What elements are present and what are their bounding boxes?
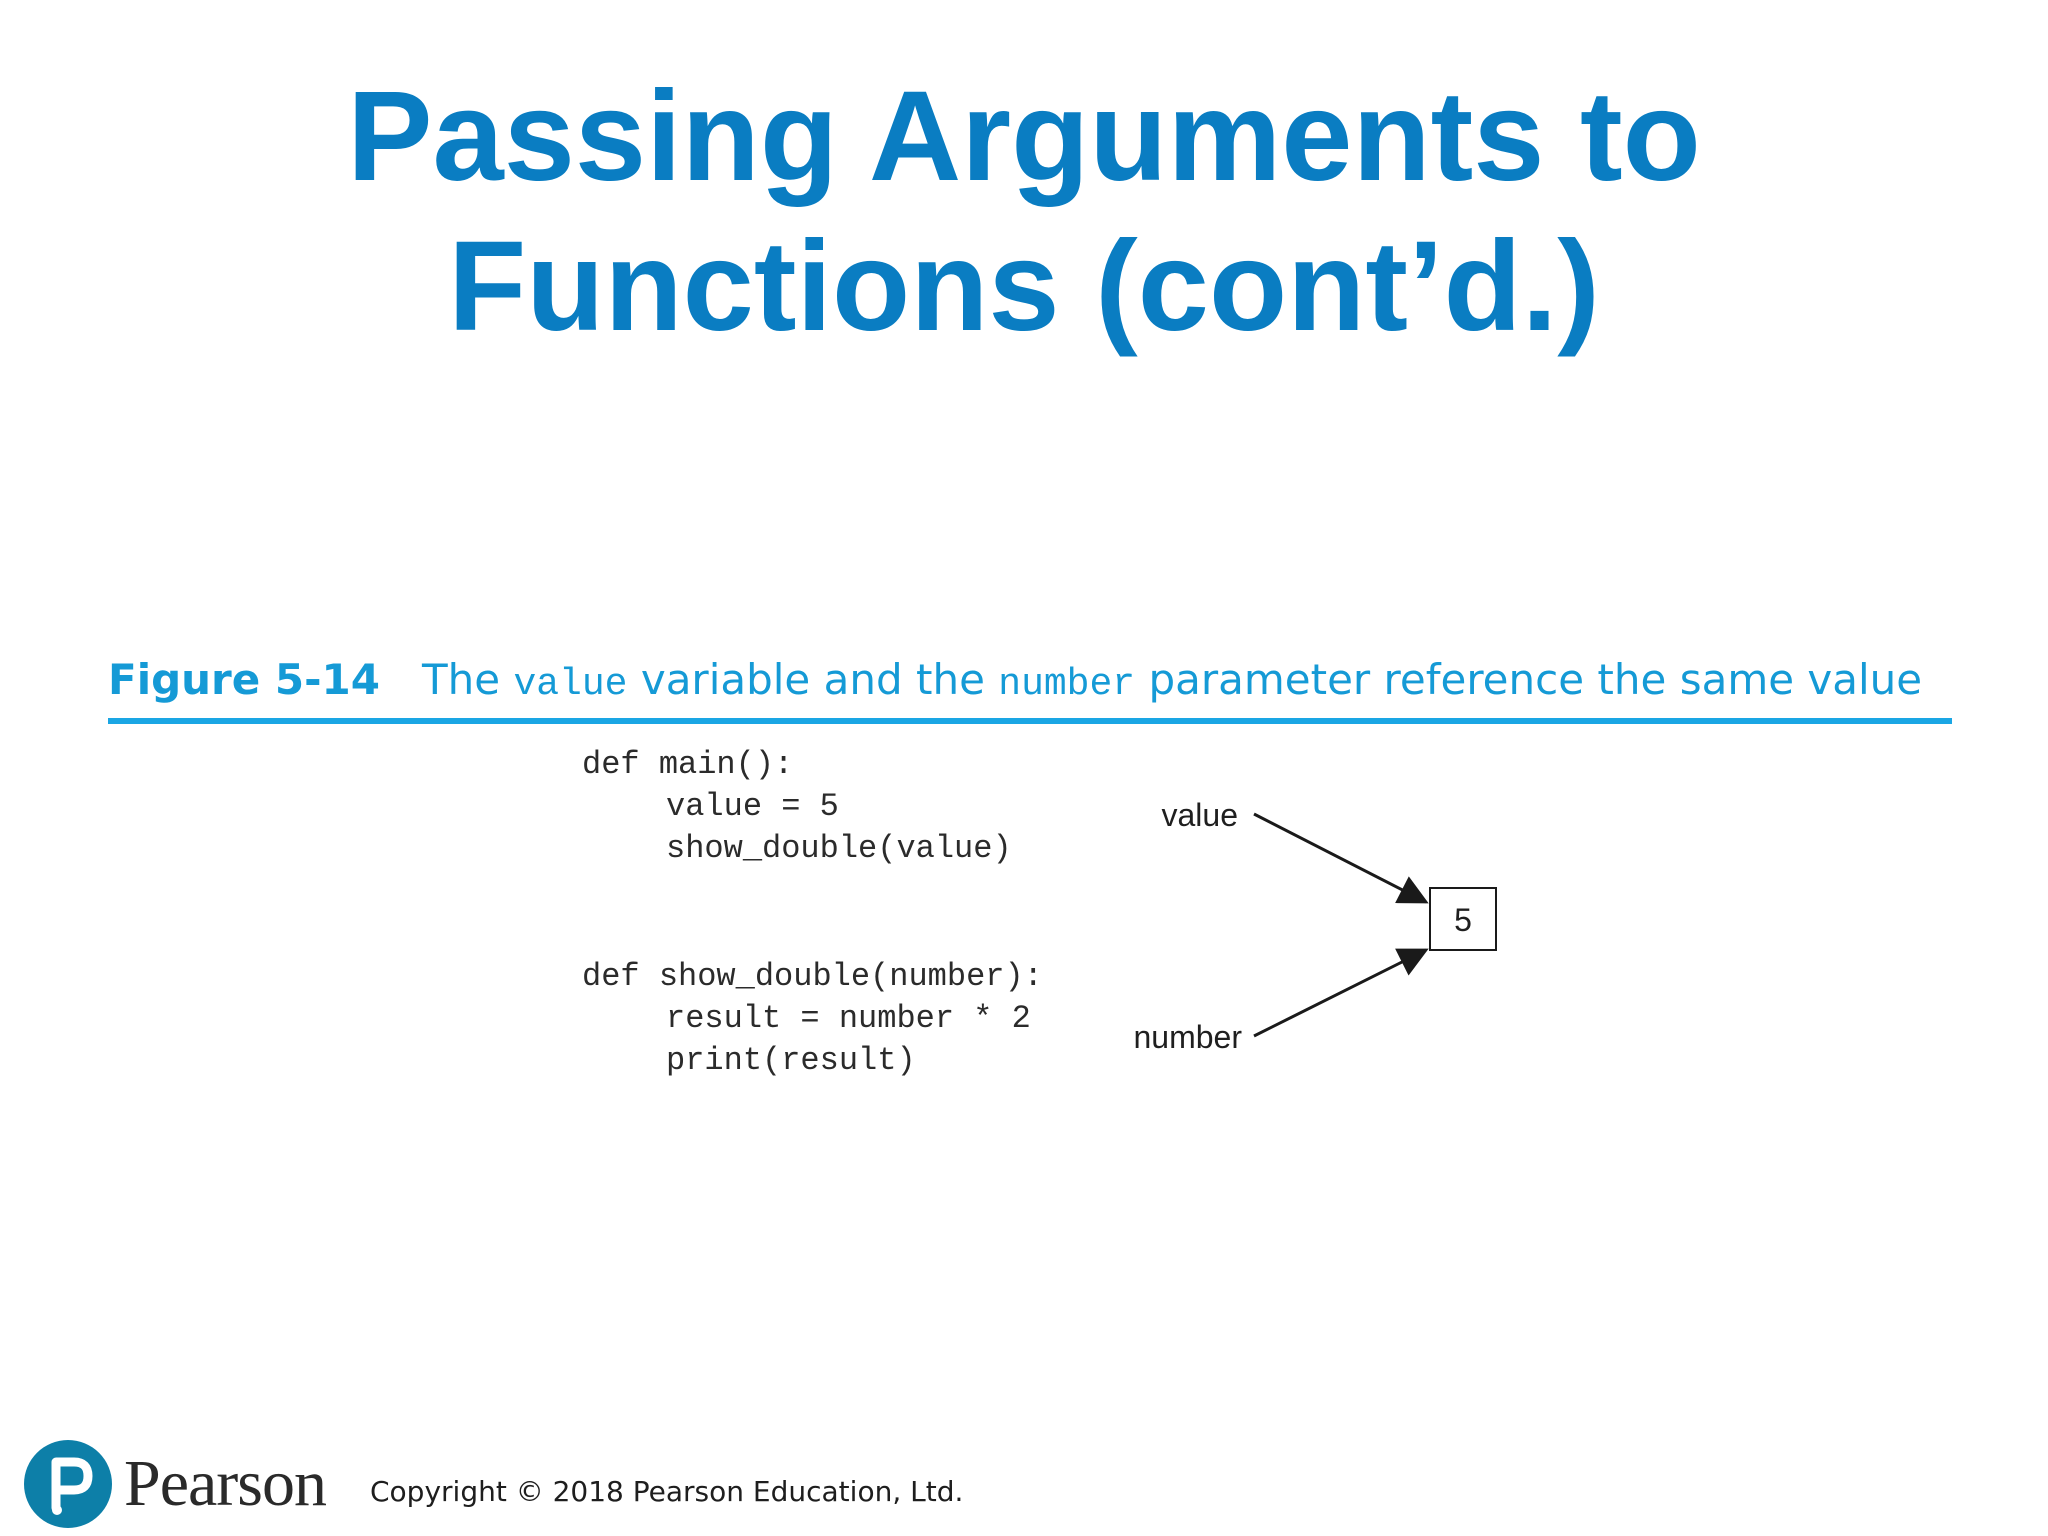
- diagram-label-value: value: [1162, 797, 1239, 833]
- caption-code-number: number: [998, 663, 1136, 706]
- slide-title-line-1: Passing Arguments to: [347, 65, 1701, 208]
- caption-text-1: The: [421, 655, 514, 704]
- diagram-label-number: number: [1134, 1019, 1243, 1055]
- caption-text-2: variable and the: [627, 655, 999, 704]
- code-line: def main():: [582, 746, 794, 783]
- copyright-text: Copyright © 2018 Pearson Education, Ltd.: [370, 1475, 964, 1508]
- value-box: [1429, 887, 1497, 951]
- figure-label: Figure 5-14: [108, 655, 380, 704]
- code-line: value = 5: [666, 788, 839, 825]
- code-line: print(result): [666, 1042, 916, 1079]
- caption-rule: [108, 718, 1952, 724]
- arrow-value-to-box: [1253, 812, 1429, 904]
- code-line: def show_double(number):: [582, 958, 1043, 995]
- figure-caption: Figure 5-14 The value variable and the nu…: [108, 650, 1922, 710]
- code-show-double-function: def show_double(number):result = number …: [582, 956, 1043, 1082]
- code-line: show_double(value): [666, 830, 1012, 867]
- arrow-number-to-box: [1253, 948, 1429, 1038]
- pearson-p-logo-icon: [24, 1440, 112, 1528]
- pearson-brand: Pearson: [124, 1447, 327, 1520]
- slide-title: Passing Arguments to Functions (cont’d.): [0, 62, 2048, 362]
- slide-title-line-2: Functions (cont’d.): [448, 215, 1600, 358]
- code-main-function: def main(): value = 5 show_double(value): [582, 744, 1012, 870]
- value-box-text: 5: [1454, 902, 1472, 938]
- caption-code-value: value: [513, 663, 628, 706]
- code-line: result = number * 2: [666, 1000, 1031, 1037]
- caption-text-3: parameter reference the same value: [1135, 655, 1923, 704]
